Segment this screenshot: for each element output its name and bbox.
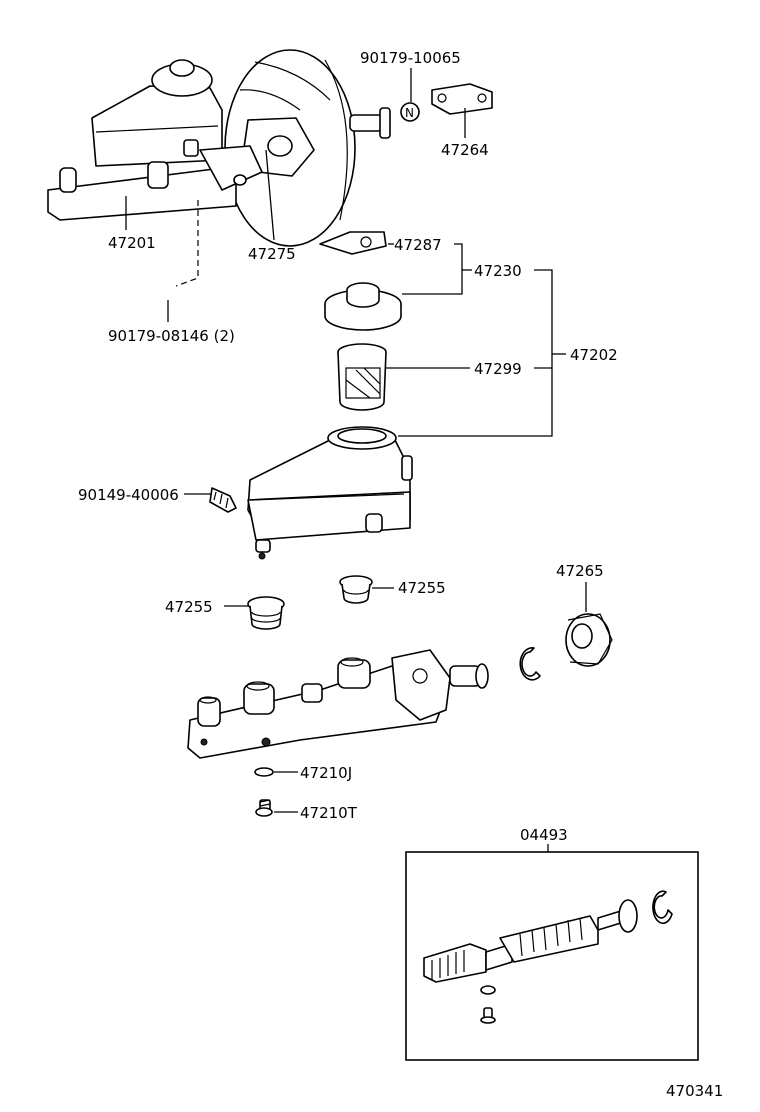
label-47264: 47264 [441,141,489,159]
label-47202: 47202 [570,346,618,364]
label-90179-10065: 90179-10065 [360,49,461,67]
grommet-47255-left-illustration [247,596,285,630]
label-47255-right: 47255 [398,579,446,597]
snap-ring-illustration [519,647,541,681]
grommet-47255-right-illustration [339,575,373,604]
label-04493: 04493 [520,826,568,844]
nut-90179-10065-illustration: N [400,102,420,122]
cup-seal-47265-illustration [565,613,613,667]
bolt-47210t-illustration [255,799,273,817]
gasket-47210j-illustration [254,767,274,777]
strainer-plate-47287-illustration [319,231,387,255]
reservoir-tank-illustration [247,426,413,560]
nut-mark-label: N [405,106,414,120]
master-cylinder-body-illustration [187,649,489,759]
label-90149-40006: 90149-40006 [78,486,179,504]
leader-lines [125,68,587,852]
label-47210t: 47210T [300,804,358,822]
brake-booster-illustration [224,49,391,247]
label-47201: 47201 [108,234,156,252]
label-47287: 47287 [394,236,442,254]
screw-90149-40006-illustration [209,487,237,513]
label-47230: 47230 [474,262,522,280]
label-47255-left: 47255 [165,598,213,616]
repair-kit-gasket-illustration [480,985,496,995]
label-47299: 47299 [474,360,522,378]
label-47265: 47265 [556,562,604,580]
repair-kit-box [405,851,699,1061]
repair-kit-piston-assembly-illustration [423,890,673,983]
label-47275: 47275 [248,245,296,263]
reservoir-cap-47230-illustration [324,282,402,331]
diagram-code: 470341 [666,1082,723,1100]
clevis-47264-illustration [431,83,493,115]
reservoir-strainer-47299-illustration [337,343,387,411]
label-47210j: 47210J [300,764,352,782]
assembled-master-cylinder-illustration [47,59,263,221]
label-90179-08146: 90179-08146 (2) [108,327,235,345]
repair-kit-bolt-illustration [480,1007,496,1024]
